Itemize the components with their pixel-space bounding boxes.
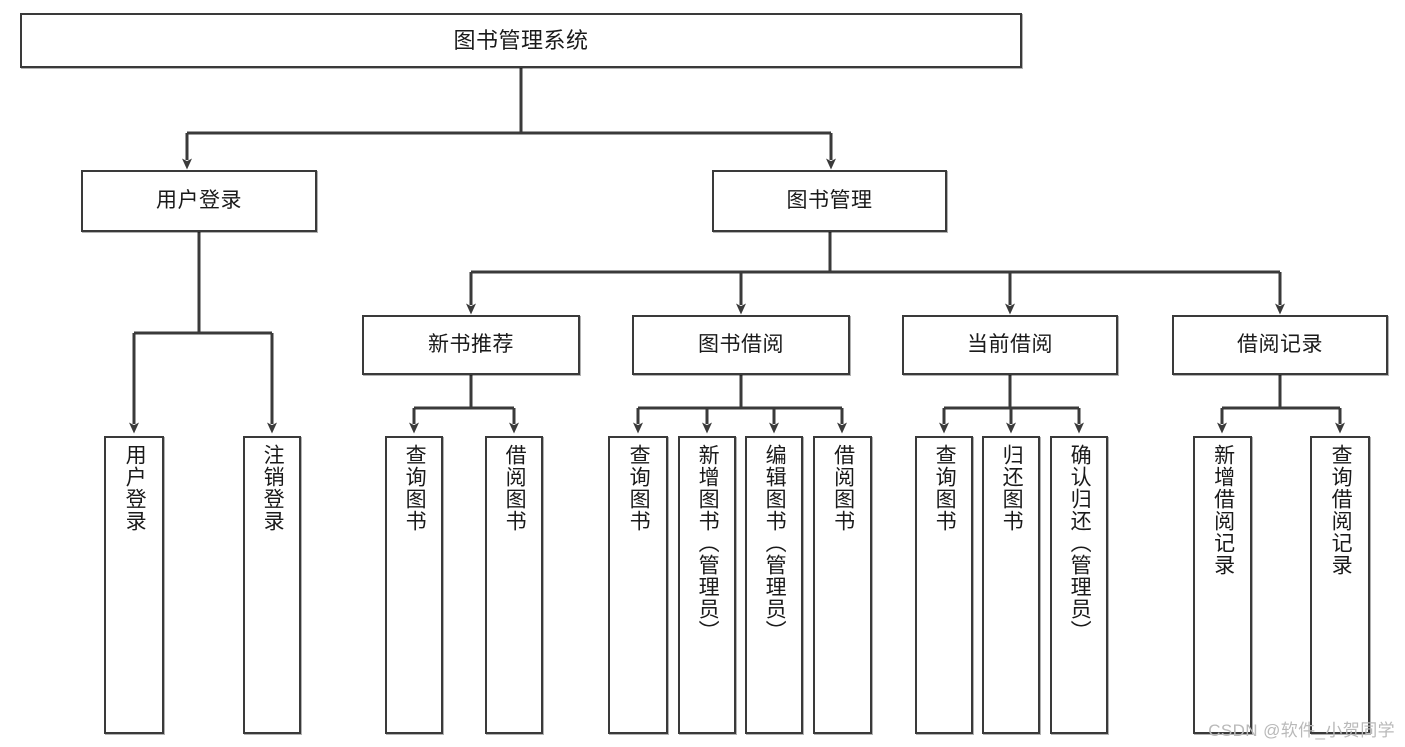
node-leaf-logout-label: 注销登录 [261,444,285,532]
node-leaf-logout[interactable]: 注销登录 [243,436,301,734]
node-leaf-borrow-book-1[interactable]: 借阅图书 [485,436,543,734]
node-leaf-return-book-label: 归还图书 [1000,444,1024,532]
node-book-borrow[interactable]: 图书借阅 [632,315,850,375]
node-book-borrow-label: 图书借阅 [698,332,784,356]
node-leaf-confirm-return[interactable]: 确认归还（管理员） [1050,436,1108,734]
node-leaf-edit-book-label: 编辑图书（管理员） [763,444,787,642]
node-leaf-query-book-3-label: 查询图书 [933,444,957,532]
node-book-manage-label: 图书管理 [786,188,873,212]
node-current-borrow-label: 当前借阅 [967,332,1053,356]
node-leaf-query-record-label: 查询借阅记录 [1329,444,1353,576]
node-leaf-query-book-3[interactable]: 查询图书 [915,436,973,734]
node-leaf-return-book[interactable]: 归还图书 [982,436,1040,734]
node-leaf-add-record[interactable]: 新增借阅记录 [1193,436,1252,734]
node-user-login[interactable]: 用户登录 [81,170,317,232]
node-leaf-borrow-book-2-label: 借阅图书 [831,444,855,532]
node-leaf-edit-book[interactable]: 编辑图书（管理员） [745,436,803,734]
node-borrow-record-label: 借阅记录 [1237,332,1323,356]
node-root-label: 图书管理系统 [453,27,589,53]
node-current-borrow[interactable]: 当前借阅 [902,315,1118,375]
node-leaf-user-login[interactable]: 用户登录 [104,436,164,734]
node-borrow-record[interactable]: 借阅记录 [1172,315,1388,375]
node-leaf-add-book[interactable]: 新增图书（管理员） [678,436,736,734]
node-leaf-confirm-return-label: 确认归还（管理员） [1068,444,1092,642]
node-new-book-recommend-label: 新书推荐 [428,332,514,356]
csdn-watermark: CSDN @软件_小贺同学 [1208,721,1395,740]
node-root[interactable]: 图书管理系统 [20,13,1022,68]
node-new-book-recommend[interactable]: 新书推荐 [362,315,580,375]
node-leaf-borrow-book-1-label: 借阅图书 [503,444,527,532]
node-user-login-label: 用户登录 [156,188,242,212]
node-leaf-borrow-book-2[interactable]: 借阅图书 [813,436,872,734]
node-leaf-query-book-2-label: 查询图书 [627,444,651,532]
node-leaf-query-record[interactable]: 查询借阅记录 [1310,436,1370,734]
node-leaf-user-login-label: 用户登录 [123,444,147,532]
node-leaf-query-book-1[interactable]: 查询图书 [385,436,443,734]
node-leaf-query-book-1-label: 查询图书 [403,444,427,532]
node-leaf-add-book-label: 新增图书（管理员） [696,444,720,642]
node-leaf-add-record-label: 新增借阅记录 [1211,444,1235,576]
node-leaf-query-book-2[interactable]: 查询图书 [608,436,668,734]
node-book-manage[interactable]: 图书管理 [712,170,947,232]
